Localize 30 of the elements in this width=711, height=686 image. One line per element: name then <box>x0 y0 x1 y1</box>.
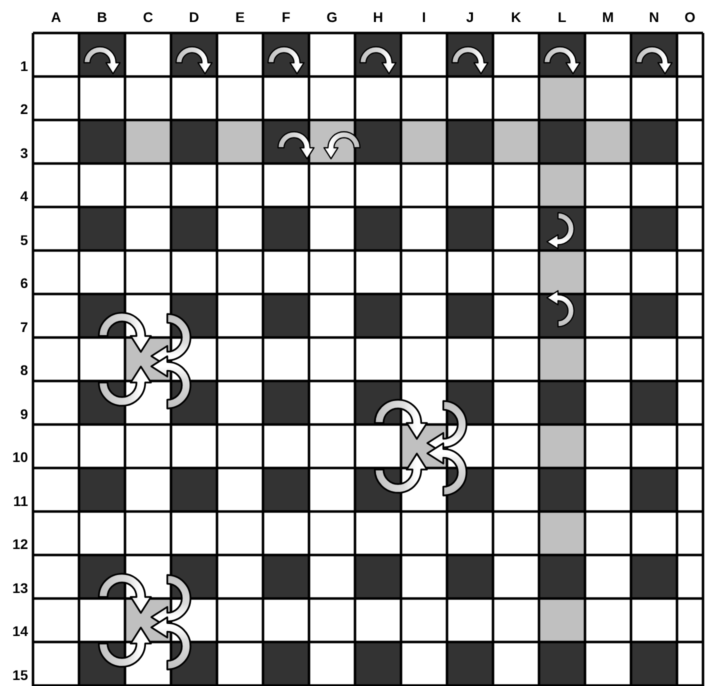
row-label: 15 <box>12 666 28 682</box>
row-label: 3 <box>20 144 28 160</box>
column-label: N <box>648 9 660 25</box>
row-label: 5 <box>20 232 28 248</box>
row-label: 7 <box>20 318 28 334</box>
column-label: K <box>510 9 522 25</box>
row-label: 14 <box>12 623 28 639</box>
row-label: 1 <box>20 58 28 74</box>
row-label: 2 <box>20 101 28 117</box>
row-label: 11 <box>13 492 28 508</box>
row-label: 10 <box>12 449 28 465</box>
column-label: F <box>282 9 290 25</box>
row-label: 12 <box>12 536 28 552</box>
row-label: 6 <box>20 275 28 291</box>
column-label: J <box>466 9 474 25</box>
column-label: B <box>96 9 108 25</box>
column-label: I <box>422 9 426 25</box>
row-label: 13 <box>12 580 28 596</box>
column-label: G <box>326 9 338 25</box>
row-label: 8 <box>20 362 28 378</box>
row-label: 9 <box>20 406 28 422</box>
column-label: A <box>50 9 62 25</box>
column-label: D <box>188 9 200 25</box>
column-label: O <box>684 9 696 25</box>
column-label: L <box>558 9 566 25</box>
column-label: H <box>372 9 384 25</box>
column-label: C <box>142 9 154 25</box>
row-label: 4 <box>20 188 28 204</box>
column-label: E <box>235 9 245 25</box>
column-label: M <box>602 9 614 25</box>
